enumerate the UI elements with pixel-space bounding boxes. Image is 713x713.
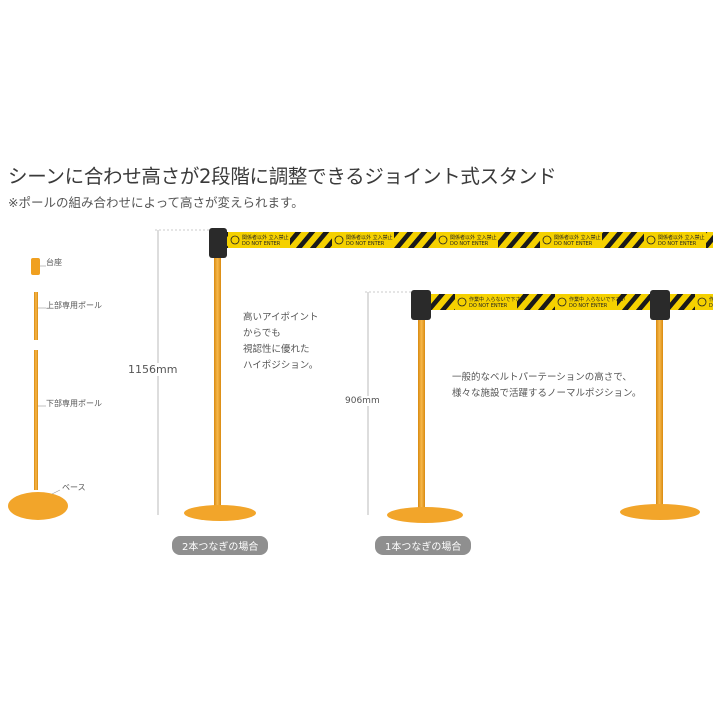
base-part [8, 492, 68, 520]
belt-label-panel [332, 232, 394, 248]
base-label: ベース [62, 483, 86, 492]
cap-part [31, 258, 40, 275]
subtitle: ※ポールの組み合わせによって高さが変えられます。 [8, 195, 304, 210]
high-description: 高いアイポイント からでも 視認性に優れた ハイポジション。 [243, 310, 319, 374]
warning-icon [646, 235, 656, 245]
belt-text: 関係者以外 立入禁止 [450, 234, 497, 241]
warning-icon [230, 235, 240, 245]
desc-line: 一般的なベルトパーテーションの高さで、 [452, 372, 632, 383]
belt-label-panel [228, 232, 290, 248]
warning-icon [557, 297, 567, 307]
normal-description: 一般的なベルトパーテーションの高さで、 様々な施設で活躍するノーマルポジション。 [452, 370, 641, 402]
lower-pole-label: 下部専用ポール [46, 399, 102, 408]
belt-text: 関係者以外 立入禁止 [554, 234, 601, 241]
warning-icon [697, 297, 707, 307]
belt-text: DO NOT ENTER [469, 303, 508, 309]
warning-icon [457, 297, 467, 307]
belt-text: 関係者以外 立入禁止 [346, 234, 393, 241]
belt-text: 作業中 入らないで下さい [469, 296, 525, 303]
normal-caption: 1本つなぎの場合 [375, 536, 472, 555]
high-caption: 2本つなぎの場合 [172, 536, 269, 555]
belt-label-panel [436, 232, 498, 248]
warning-icon [542, 235, 552, 245]
belt-label-panel [644, 232, 706, 248]
belt-text: DO NOT ENTER [242, 241, 281, 247]
cap-label: 台座 [46, 258, 62, 267]
belt-text: DO NOT ENTER [554, 241, 593, 247]
upper-pole-label: 上部専用ポール [46, 301, 102, 310]
lower-pole-part [34, 350, 38, 490]
belt-text: DO NOT ENTER [346, 241, 385, 247]
parts-diagram [8, 258, 68, 520]
belt-text: DO NOT ENTER [709, 303, 713, 309]
belt-text: DO NOT ENTER [569, 303, 608, 309]
normal-dimension: 906mm [345, 396, 380, 406]
belt-label-panel [455, 294, 517, 310]
upper-pole-part [34, 292, 38, 340]
desc-line: からでも [243, 328, 281, 339]
desc-line: 視認性に優れた [243, 344, 310, 355]
belt-text: 関係者以外 立入禁止 [658, 234, 705, 241]
belt-label-panel [555, 294, 617, 310]
page-title: シーンに合わせ高さが2段階に調整できるジョイント式スタンド [8, 165, 557, 188]
desc-line: 様々な施設で活躍するノーマルポジション。 [452, 388, 642, 399]
desc-line: ハイポジション。 [243, 360, 319, 371]
belt-text: DO NOT ENTER [658, 241, 697, 247]
belt-text: 作業中 入らないで下さい [569, 296, 625, 303]
belt-label-panel [540, 232, 602, 248]
belt-text: DO NOT ENTER [450, 241, 489, 247]
warning-icon [438, 235, 448, 245]
belt-text: 関係者以外 立入禁止 [242, 234, 289, 241]
warning-icon [334, 235, 344, 245]
belt-label-panel [695, 294, 713, 310]
belt-text: 作業中 入らないで下さい [709, 296, 713, 303]
desc-line: 高いアイポイント [243, 312, 319, 323]
high-dimension: 1156mm [128, 363, 178, 376]
